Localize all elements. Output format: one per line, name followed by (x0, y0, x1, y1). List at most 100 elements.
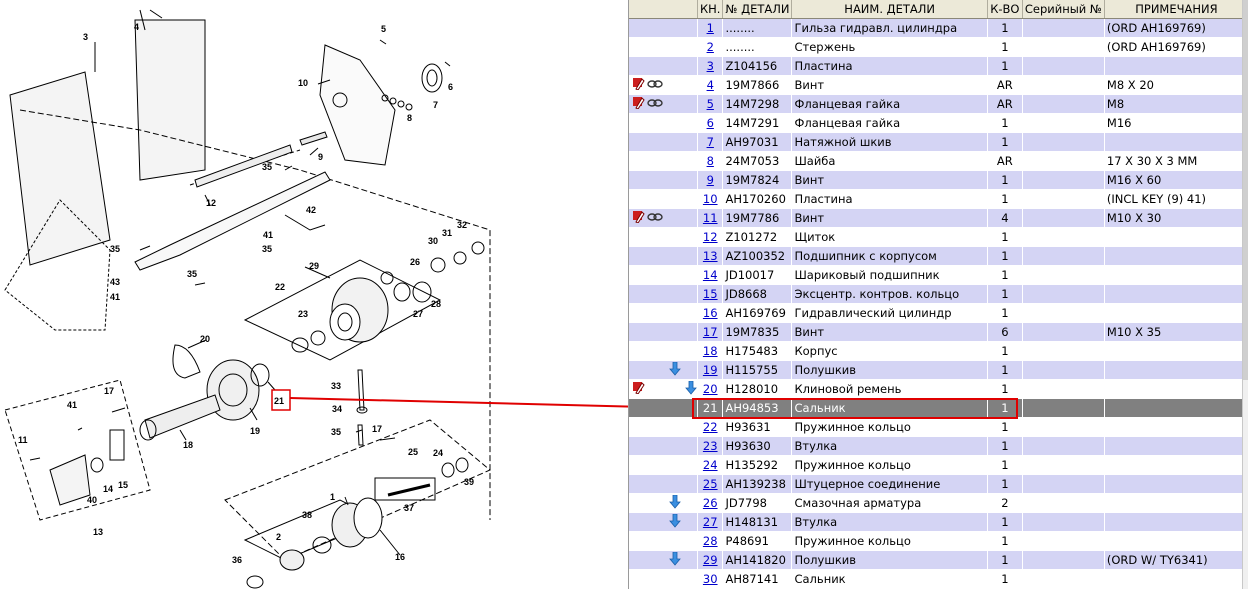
row-ref-number[interactable]: 29 (702, 553, 718, 567)
flag-icon[interactable] (632, 77, 645, 93)
row-ref-number[interactable]: 7 (706, 135, 714, 149)
link-icon[interactable] (647, 97, 663, 111)
row-part-name: Эксцентр. контров. кольцо (794, 287, 960, 301)
row-ref-number[interactable]: 5 (706, 97, 714, 111)
row-ref-number[interactable]: 22 (702, 420, 718, 434)
row-ref-number[interactable]: 20 (702, 382, 718, 396)
row-ref-number[interactable]: 11 (702, 211, 718, 225)
row-ref-number[interactable]: 19 (702, 363, 718, 377)
row-ref-number[interactable]: 24 (702, 458, 718, 472)
row-ref-number[interactable]: 1 (706, 21, 714, 35)
row-ref-number[interactable]: 10 (702, 192, 718, 206)
row-ref-number[interactable]: 25 (702, 477, 718, 491)
callout-21-box[interactable]: 21 (271, 389, 291, 411)
scrollbar-thumb[interactable] (1243, 0, 1248, 380)
row-ref-number-cell: 13 (697, 246, 724, 266)
column-header-ref[interactable]: КН. (697, 0, 724, 19)
arrow-icon[interactable] (669, 361, 681, 379)
row-quantity-cell: 1 (987, 189, 1023, 209)
row-part-name-cell: Винт (791, 322, 988, 342)
arrow-icon[interactable] (669, 513, 681, 531)
row-notes-cell (1104, 493, 1248, 513)
column-header-notes[interactable]: ПРИМЕЧАНИЯ (1104, 0, 1248, 19)
row-part-number-cell: ........ (722, 37, 793, 57)
flag-icon[interactable] (632, 381, 645, 397)
arrow-icon[interactable] (669, 494, 681, 512)
column-header-quantity[interactable]: К-ВО (987, 0, 1023, 19)
row-ref-number[interactable]: 23 (702, 439, 718, 453)
row-icons-cell (629, 398, 698, 418)
link-icon[interactable] (647, 78, 663, 92)
flag-icon[interactable] (632, 210, 645, 226)
row-ref-number[interactable]: 28 (702, 534, 718, 548)
row-part-name-cell: Натяжной шкив (791, 132, 988, 152)
parts-list-pane[interactable]: КН. № ДЕТАЛИ НАИМ. ДЕТАЛИ К-ВО Серийный … (628, 0, 1248, 589)
svg-text:41: 41 (110, 292, 120, 302)
row-quantity-cell: 1 (987, 341, 1023, 361)
row-ref-number[interactable]: 12 (702, 230, 718, 244)
exploded-parts-diagram[interactable]: 3 4 5 6 7 8 9 10 12 13 14 15 16 17 17 18… (0, 0, 628, 589)
row-ref-number[interactable]: 2 (706, 40, 714, 54)
row-notes-cell (1104, 360, 1248, 380)
row-ref-number[interactable]: 30 (702, 572, 718, 586)
row-ref-number[interactable]: 4 (706, 78, 714, 92)
row-ref-number[interactable]: 18 (702, 344, 718, 358)
row-ref-number[interactable]: 13 (702, 249, 718, 263)
svg-text:35: 35 (331, 427, 341, 437)
row-notes-cell (1104, 512, 1248, 532)
column-header-part-name[interactable]: НАИМ. ДЕТАЛИ (791, 0, 988, 19)
svg-text:14: 14 (103, 484, 113, 494)
row-part-number-cell: ........ (722, 18, 793, 38)
row-ref-number[interactable]: 14 (702, 268, 718, 282)
link-icon[interactable] (647, 211, 663, 225)
row-ref-number[interactable]: 16 (702, 306, 718, 320)
row-part-name: Пружинное кольцо (794, 420, 911, 434)
arrow-icon[interactable] (685, 380, 697, 398)
row-serial-number-cell (1022, 151, 1105, 171)
column-header-part-number[interactable]: № ДЕТАЛИ (722, 0, 793, 19)
row-ref-number[interactable]: 26 (702, 496, 718, 510)
vertical-scrollbar[interactable] (1242, 0, 1248, 589)
column-header-serial[interactable]: Серийный № (1022, 0, 1105, 19)
row-ref-number[interactable]: 3 (706, 59, 714, 73)
row-ref-number[interactable]: 17 (702, 325, 718, 339)
row-part-name: Корпус (794, 344, 838, 358)
flag-icon[interactable] (632, 96, 645, 112)
row-ref-number[interactable]: 8 (706, 154, 714, 168)
row-ref-number[interactable]: 15 (702, 287, 718, 301)
row-ref-number[interactable]: 9 (706, 173, 714, 187)
row-ref-number[interactable]: 27 (702, 515, 718, 529)
arrow-icon[interactable] (669, 551, 681, 569)
row-ref-number[interactable]: 6 (706, 116, 714, 130)
